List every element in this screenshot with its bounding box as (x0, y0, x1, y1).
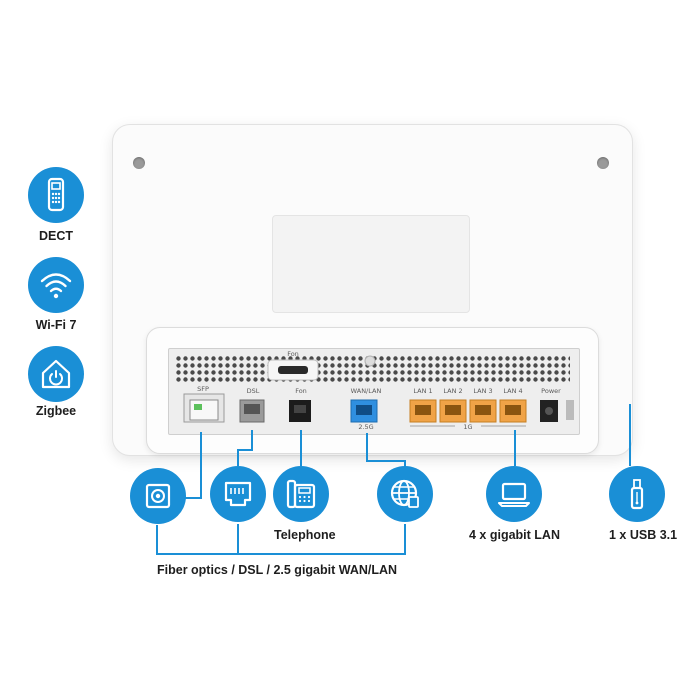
port-label-lan2: LAN 2 (443, 387, 463, 395)
feature-label-zigbee: Zigbee (35, 404, 77, 418)
connector-line (404, 524, 406, 555)
wan-group-label: Fiber optics / DSL / 2.5 gigabit WAN/LAN (157, 563, 398, 577)
feature-label-dect: DECT (38, 229, 74, 243)
laptop-icon (486, 466, 542, 522)
port-label-wan-lan: WAN/LAN (350, 387, 382, 395)
port-label-sfp: SFP (197, 385, 209, 393)
globe-network-icon (377, 466, 433, 522)
connector-line (251, 430, 253, 450)
feature-label-wifi: Wi-Fi 7 (35, 318, 77, 332)
connector-line (514, 430, 516, 466)
lan-label: 4 x gigabit LAN (469, 528, 560, 542)
port-panel-graphic (176, 354, 574, 427)
connector-line (366, 433, 368, 461)
smart-home-icon (28, 346, 84, 402)
mount-hole-left (133, 157, 145, 169)
telephone-icon (273, 466, 329, 522)
connector-line (629, 404, 631, 466)
dsl-port-icon (210, 466, 266, 522)
wifi-icon (28, 257, 84, 313)
telephone-label: Telephone (274, 528, 336, 542)
port-label-dsl: DSL (246, 387, 260, 395)
connector-line (237, 449, 239, 466)
connector-line (156, 525, 158, 555)
mount-hole-right (597, 157, 609, 169)
dect-phone-icon (28, 167, 84, 223)
port-label-lan3: LAN 3 (473, 387, 493, 395)
connector-line (156, 553, 406, 555)
usb-label: 1 x USB 3.1 (609, 528, 678, 542)
port-label-lan1: LAN 1 (413, 387, 433, 395)
connector-line (237, 524, 239, 555)
connector-line (404, 460, 406, 468)
connector-line (200, 432, 202, 498)
connector-line (300, 430, 302, 466)
port-label-fon-top: Fon (287, 350, 299, 358)
usb-stick-icon (609, 466, 665, 522)
fiber-optics-icon (130, 468, 186, 524)
connector-line (366, 460, 406, 462)
port-label-power: Power (541, 387, 561, 395)
label-recess (272, 215, 470, 313)
port-label-wan-speed: 2.5G (358, 423, 374, 431)
connector-line (183, 497, 202, 499)
connector-line (237, 449, 253, 451)
port-label-fon: Fon (295, 387, 307, 395)
port-label-lan-speed: 1G (455, 423, 481, 431)
port-label-lan4: LAN 4 (503, 387, 523, 395)
